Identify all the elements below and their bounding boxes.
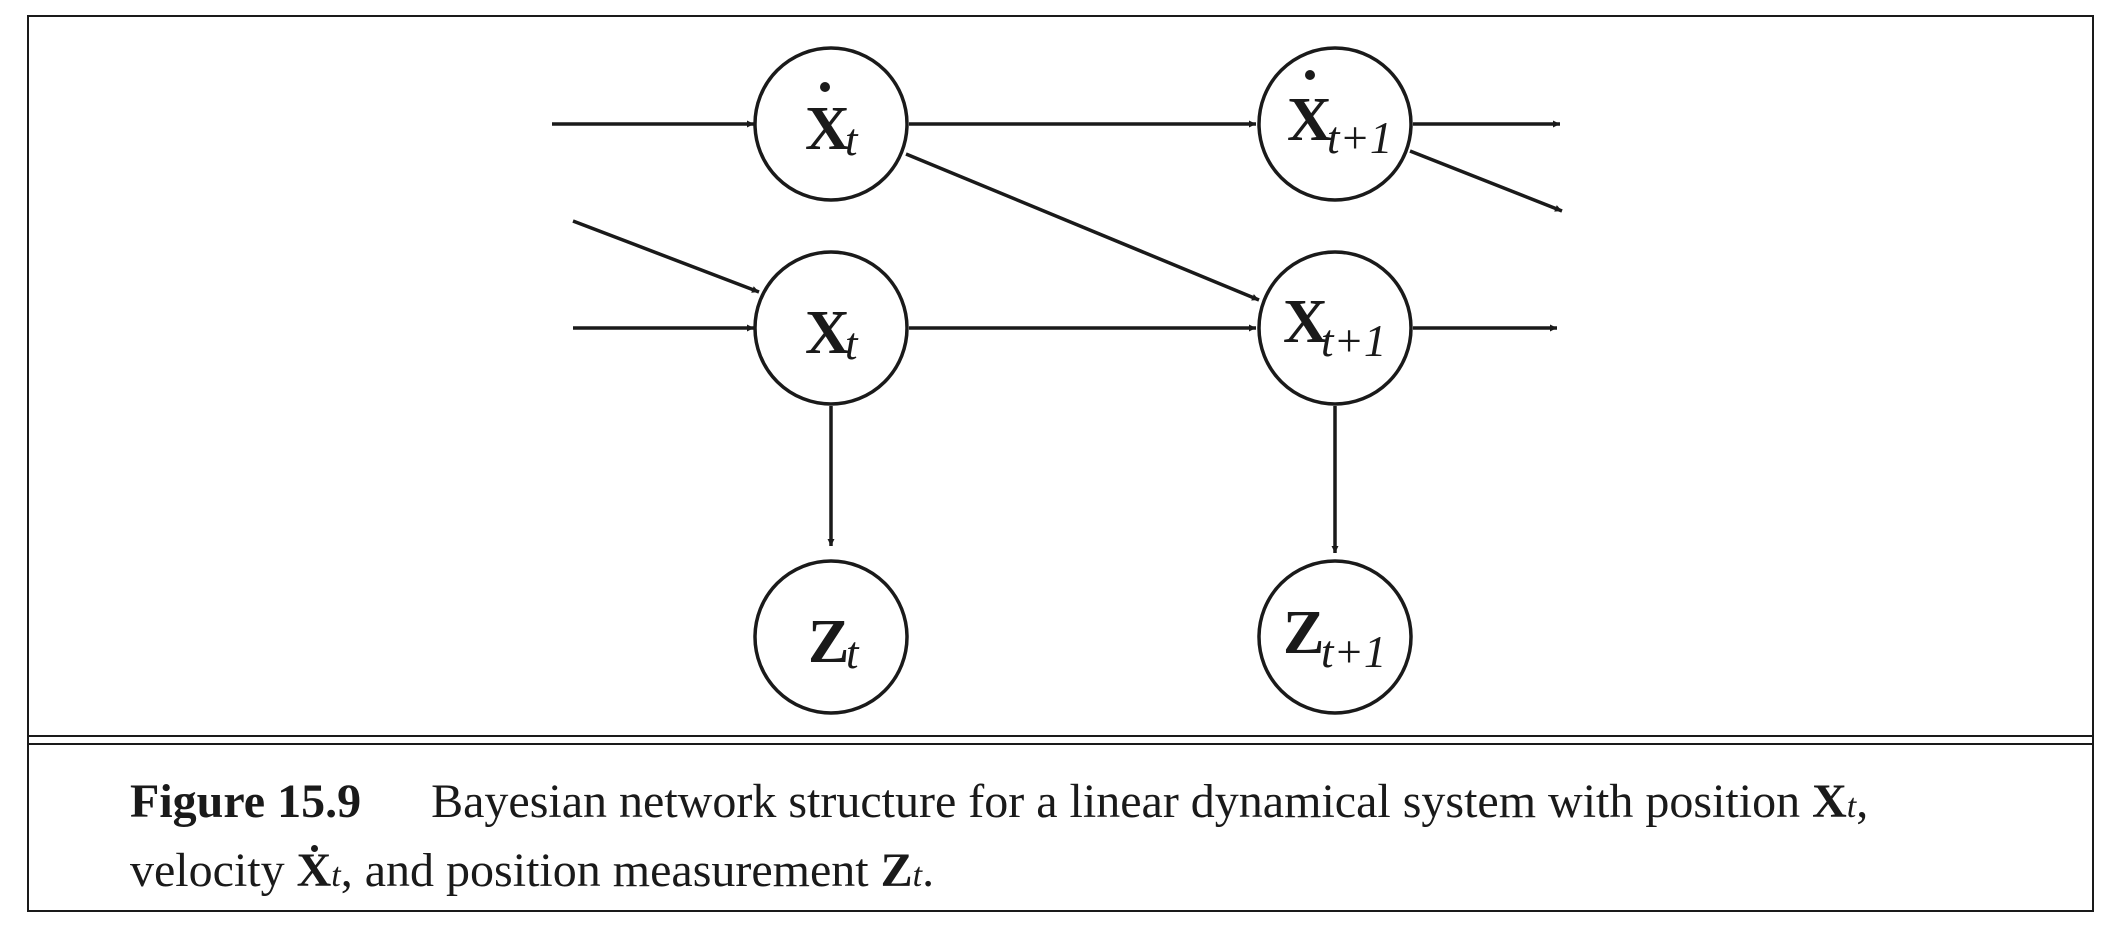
node-var: X [805,95,850,163]
caption-line-1: Figure 15.9 Bayesian network structure fo… [130,770,2070,839]
caption-text: velocity [130,844,297,897]
node-velocity-t: X t [753,46,909,202]
node-circle [753,559,909,715]
position-sub: t [1846,788,1857,825]
node-sub: t [845,115,859,165]
node-var: Z [808,608,849,676]
node-position-t1: X t+1 [1257,250,1413,406]
node-velocity-t1: X t+1 [1257,46,1413,202]
velocity-dot-icon [820,82,830,92]
node-measurement-t: Z t [753,559,909,715]
edges [552,120,1563,553]
caption-divider-top [27,735,2094,737]
caption-text: Bayesian network structure for a linear … [431,775,1813,828]
caption-text: , [1856,775,1869,828]
figure-label: Figure 15.9 [130,775,362,828]
node-sub: t [845,319,859,369]
velocity-var: X [297,839,332,903]
node-measurement-t1: Z t+1 [1257,559,1413,715]
node-sub: t+1 [1321,316,1386,366]
velocity-sub: t [331,857,341,894]
figure-caption: Figure 15.9 Bayesian network structure fo… [130,770,2070,908]
node-sub: t+1 [1321,627,1386,677]
velocity-dot-icon [1305,70,1315,80]
edge-xdot-t1-out-diagonal [1409,149,1563,213]
node-var: X [805,299,850,367]
node-var: X [1287,86,1332,154]
node-sub: t [846,628,860,678]
caption-text: . [922,844,935,897]
measurement-sub: t [912,857,923,894]
node-var: Z [1283,599,1324,667]
node-position-t: X t [753,250,909,406]
caption-text: , and position measurement [340,844,881,897]
node-circle [1257,559,1413,715]
caption-divider-bottom [27,743,2094,745]
caption-line-2: velocity Xt, and position measurement Zt… [130,839,2070,908]
position-var: X [1812,775,1847,828]
node-circle [753,250,909,406]
bayesian-network-diagram: X t X t+1 X t X t+1 Z t Z t+1 [552,46,1563,715]
node-var: X [1283,288,1328,356]
node-circle [1257,250,1413,406]
node-circle [1257,46,1413,202]
edge-xdot-t-to-x-t1 [905,152,1260,302]
figure-frame [27,15,2094,912]
measurement-var: Z [880,844,913,897]
node-circle [753,46,909,202]
node-sub: t+1 [1327,113,1392,163]
edge-in-x-t-diagonal [572,219,760,294]
